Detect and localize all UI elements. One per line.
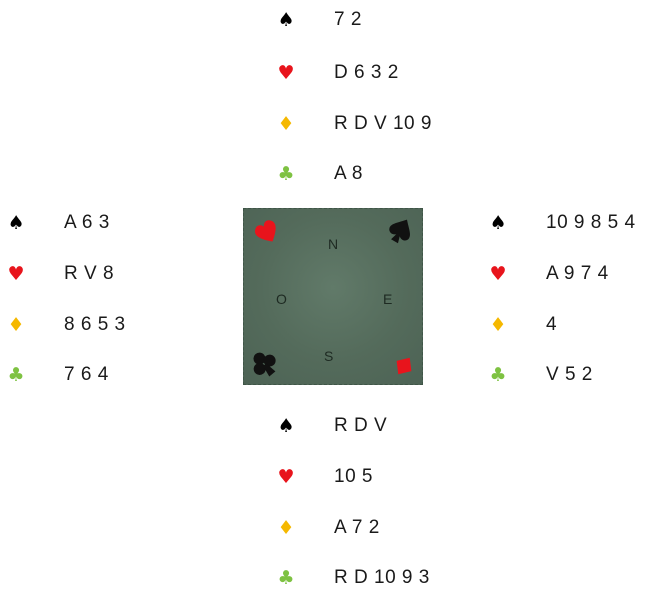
west-hand: ♠ A 6 3 ♥ R V 8 ♦ 8 6 5 3 ♣ 7 6 4 [4,205,204,395]
south-label: S [324,348,334,364]
spade-icon: ♠ [489,212,507,234]
diamond-icon: ♦ [277,113,295,135]
club-icon [253,352,276,377]
heart-icon: ♥ [277,466,295,488]
heart-icon: ♥ [489,263,507,285]
diamond-icon [396,357,412,375]
spade-icon: ♠ [7,212,25,234]
diamond-icon: ♦ [7,314,25,336]
east-hand: ♠ 10 9 8 5 4 ♥ A 9 7 4 ♦ 4 ♣ V 5 2 [486,205,661,395]
west-label: O [276,291,287,307]
north-hand: ♠ 7 2 ♥ D 6 3 2 ♦ R D V 10 9 ♣ A 8 [274,2,514,192]
west-hearts-cards: R V 8 [64,263,115,284]
west-spades-cards: A 6 3 [64,212,110,233]
bridge-table: N O E S [243,208,423,385]
south-hearts-cards: 10 5 [334,466,373,487]
east-clubs-cards: V 5 2 [546,364,593,385]
club-icon: ♣ [489,364,507,386]
east-hearts-cards: A 9 7 4 [546,263,609,284]
north-clubs-cards: A 8 [334,163,363,184]
west-diamonds-cards: 8 6 5 3 [64,314,126,335]
club-icon: ♣ [277,567,295,589]
heart-icon: ♥ [277,62,295,84]
heart-icon [254,220,276,242]
spade-icon: ♠ [277,9,295,31]
diamond-icon: ♦ [277,517,295,539]
north-spades-cards: 7 2 [334,9,362,30]
heart-icon: ♥ [7,263,25,285]
club-icon: ♣ [7,364,25,386]
spade-icon: ♠ [277,415,295,437]
east-label: E [383,291,393,307]
spade-icon [389,219,410,244]
west-clubs-cards: 7 6 4 [64,364,109,385]
south-diamonds-cards: A 7 2 [334,517,380,538]
north-label: N [328,236,339,252]
east-diamonds-cards: 4 [546,314,558,335]
south-spades-cards: R D V [334,415,388,436]
east-spades-cards: 10 9 8 5 4 [546,212,636,233]
club-icon: ♣ [277,163,295,185]
north-diamonds-cards: R D V 10 9 [334,113,432,134]
south-hand: ♠ R D V ♥ 10 5 ♦ A 7 2 ♣ R D 10 9 3 [274,408,514,592]
diamond-icon: ♦ [489,314,507,336]
north-hearts-cards: D 6 3 2 [334,62,399,83]
south-clubs-cards: R D 10 9 3 [334,567,430,588]
